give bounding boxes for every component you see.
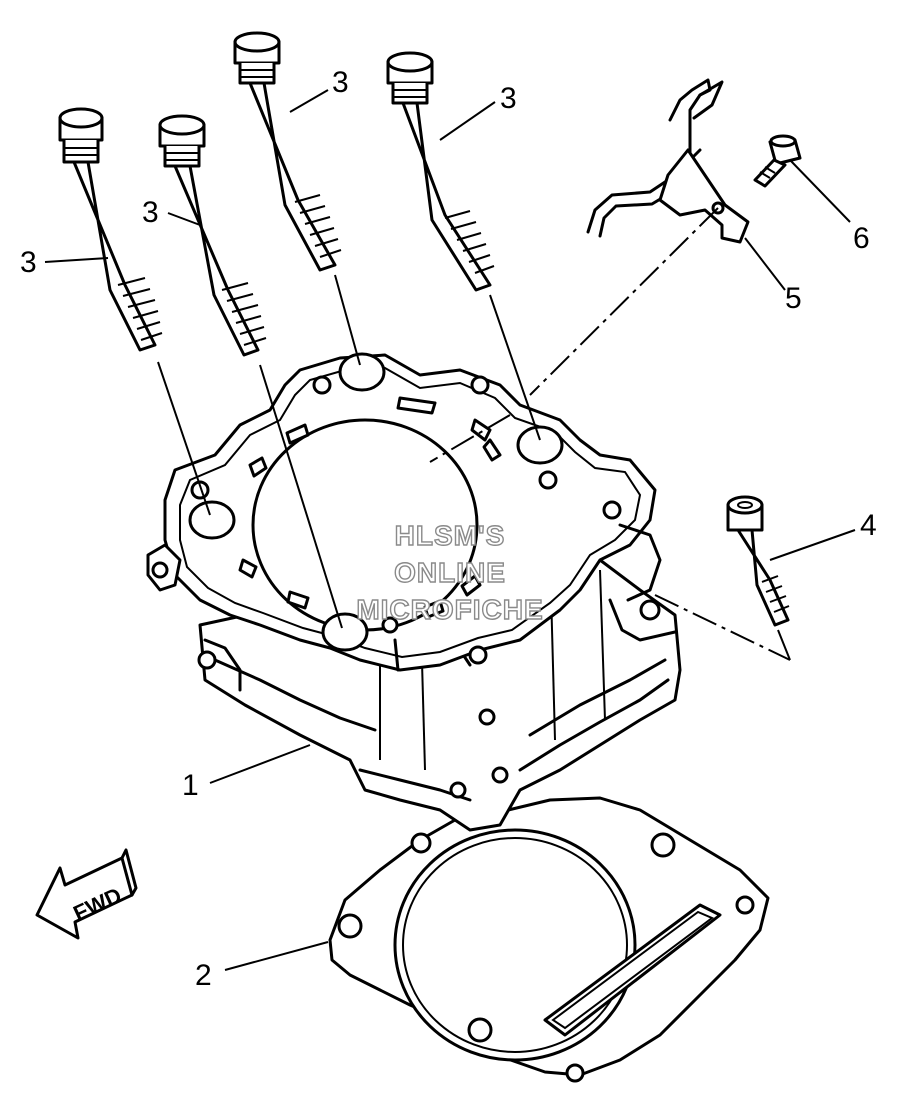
- cylinder-stud-bolt-2: [158, 114, 267, 357]
- watermark: HLSM'S ONLINE MICROFICHE: [356, 519, 544, 625]
- side-bolt: [726, 495, 790, 627]
- watermark-line-1: HLSM'S: [395, 520, 506, 551]
- callout-2: 2: [195, 959, 212, 992]
- callout-3-mid-right: 3: [332, 66, 349, 99]
- bracket-screw: [753, 134, 802, 188]
- callout-1: 1: [182, 769, 199, 802]
- callout-3-right: 3: [500, 82, 517, 115]
- callout-3-left: 3: [20, 246, 37, 279]
- forward-direction-arrow: FWD: [35, 848, 138, 940]
- callout-3-mid-left: 3: [142, 196, 159, 229]
- cylinder-gasket: [328, 796, 770, 1083]
- cylinder-stud-bolt-4: [386, 51, 495, 292]
- watermark-line-3: MICROFICHE: [356, 594, 543, 625]
- assembly-center-lines: [157, 207, 791, 661]
- callout-6: 6: [853, 222, 870, 255]
- callout-5: 5: [785, 282, 802, 315]
- callout-labels: 1 2 3 3 3 3 4 5 6: [20, 66, 877, 992]
- cable-bracket: [586, 78, 750, 244]
- watermark-line-2: ONLINE: [394, 557, 506, 588]
- cylinder-stud-bolt-1: [58, 107, 163, 352]
- cylinder-body: [146, 352, 682, 832]
- callout-leaders: [44, 89, 856, 971]
- cylinder-stud-bolt-3: [233, 31, 342, 272]
- callout-4: 4: [860, 509, 877, 542]
